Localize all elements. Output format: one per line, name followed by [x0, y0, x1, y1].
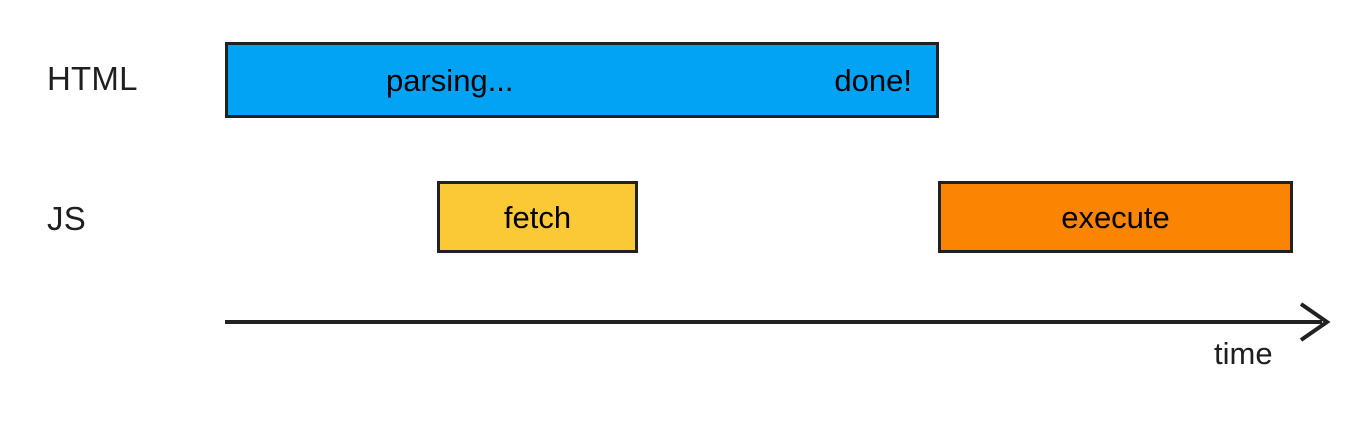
task-bar-html-parsing: parsing... done! [225, 42, 939, 118]
task-bar-js-fetch: fetch [437, 181, 638, 253]
task-bar-parsing-done-label: done! [834, 62, 912, 98]
time-axis-arrowhead-icon [1299, 302, 1331, 342]
task-bar-parsing-label: parsing... [386, 62, 514, 98]
time-axis-label: time [1214, 336, 1273, 371]
lane-label-js: JS [47, 200, 86, 237]
task-bar-js-execute: execute [938, 181, 1293, 253]
task-bar-execute-label: execute [1061, 199, 1170, 235]
lane-label-html: HTML [47, 60, 138, 97]
task-bar-fetch-label: fetch [503, 199, 572, 235]
